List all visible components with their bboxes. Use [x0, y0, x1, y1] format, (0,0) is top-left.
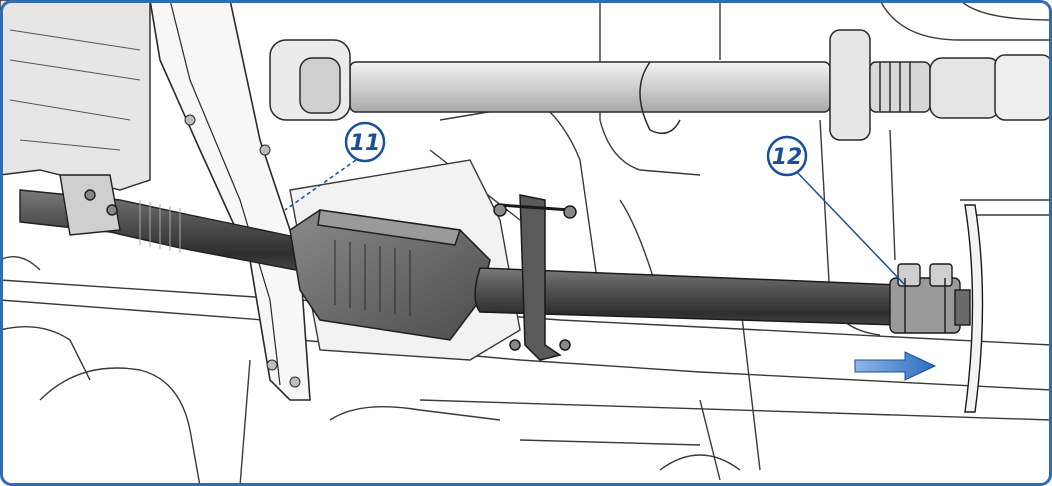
hanger-bracket [493, 194, 577, 361]
callout-11-label: 11 [350, 131, 381, 156]
callout-11: 11 [344, 121, 386, 163]
leader-line-11 [284, 159, 357, 211]
direction-arrow-icon [854, 351, 937, 381]
callout-12-label: 12 [772, 145, 803, 170]
muffler-flange [964, 204, 984, 413]
drive-shaft [269, 29, 1052, 141]
rear-exhaust-pipe [474, 267, 901, 326]
callout-12: 12 [766, 135, 808, 177]
front-exhaust-pipe [19, 174, 301, 271]
pipe-clamp [889, 263, 971, 334]
engine-block [0, 0, 151, 191]
leader-line-12 [794, 169, 906, 286]
catalytic-converter [289, 209, 491, 341]
